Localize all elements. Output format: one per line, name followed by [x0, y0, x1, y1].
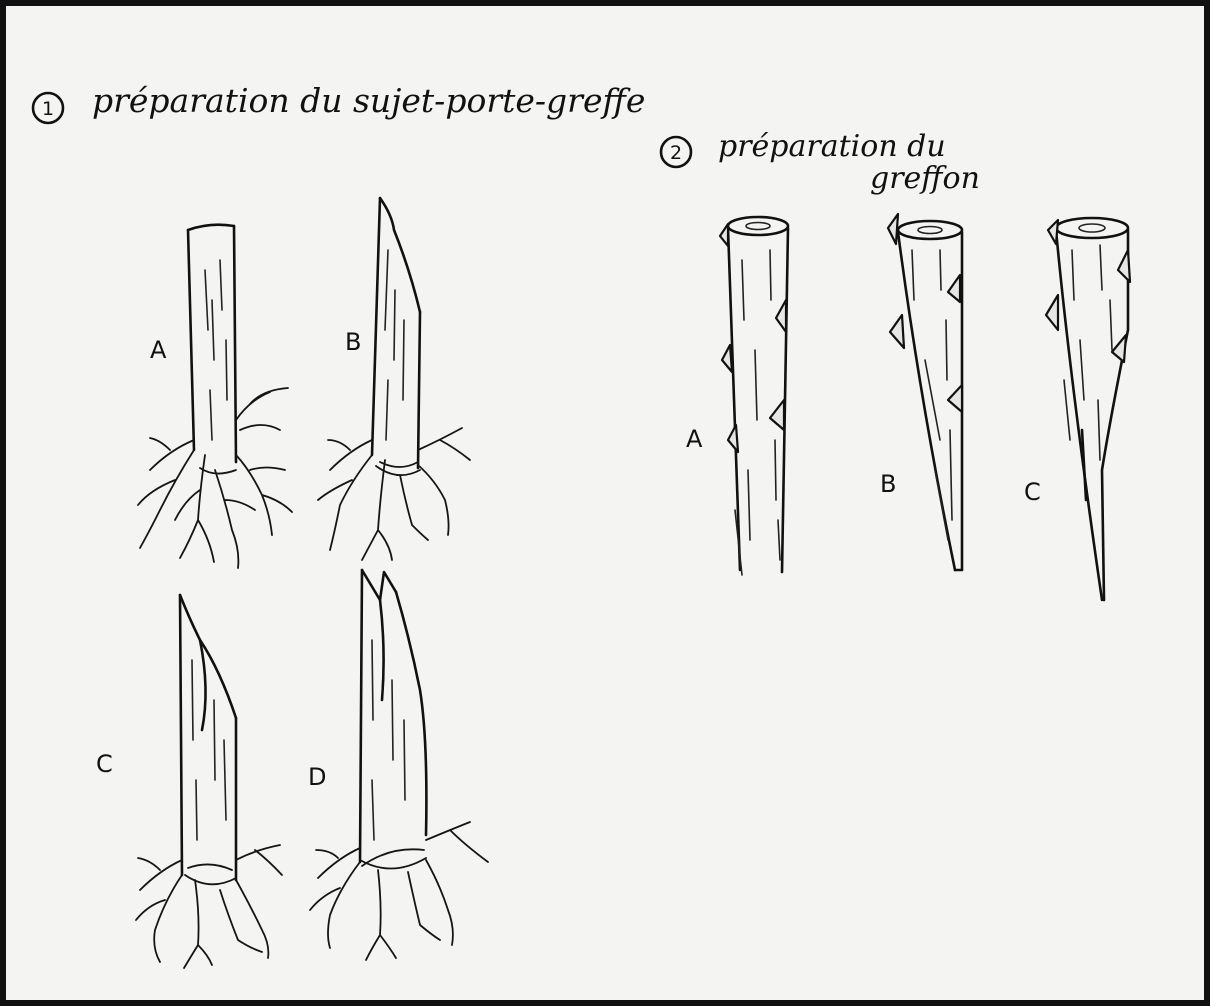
rootstock-label-a: A — [150, 336, 167, 364]
section-1-number: 1 — [42, 98, 54, 120]
scion-a-top-cut — [728, 217, 788, 235]
scion-label-b: B — [880, 470, 896, 498]
rootstock-c-sketch — [136, 595, 282, 968]
scion-a-sketch — [720, 217, 788, 575]
section-2-title-line2: greffon — [870, 161, 980, 196]
scion-b-top-cut — [898, 221, 962, 239]
rootstock-b-sketch — [318, 198, 470, 560]
rootstock-a-sketch — [138, 225, 292, 568]
scion-c-sketch — [1046, 218, 1130, 600]
rootstock-label-c: C — [96, 750, 113, 778]
scion-label-a: A — [686, 425, 703, 453]
section-2-heading: 2 préparation du greffon — [661, 129, 980, 196]
rootstock-d-sketch — [310, 570, 488, 960]
scion-c-top-cut — [1056, 218, 1128, 238]
section-2-number: 2 — [670, 142, 682, 164]
rootstock-label-d: D — [308, 763, 326, 791]
section-1-heading: 1 préparation du sujet-porte-greffe — [33, 81, 645, 123]
section-2-title-line1: préparation du — [718, 129, 946, 164]
scion-b-sketch — [888, 214, 962, 570]
rootstock-label-b: B — [345, 328, 361, 356]
scion-label-c: C — [1024, 478, 1041, 506]
section-1-title: préparation du sujet-porte-greffe — [92, 81, 645, 120]
